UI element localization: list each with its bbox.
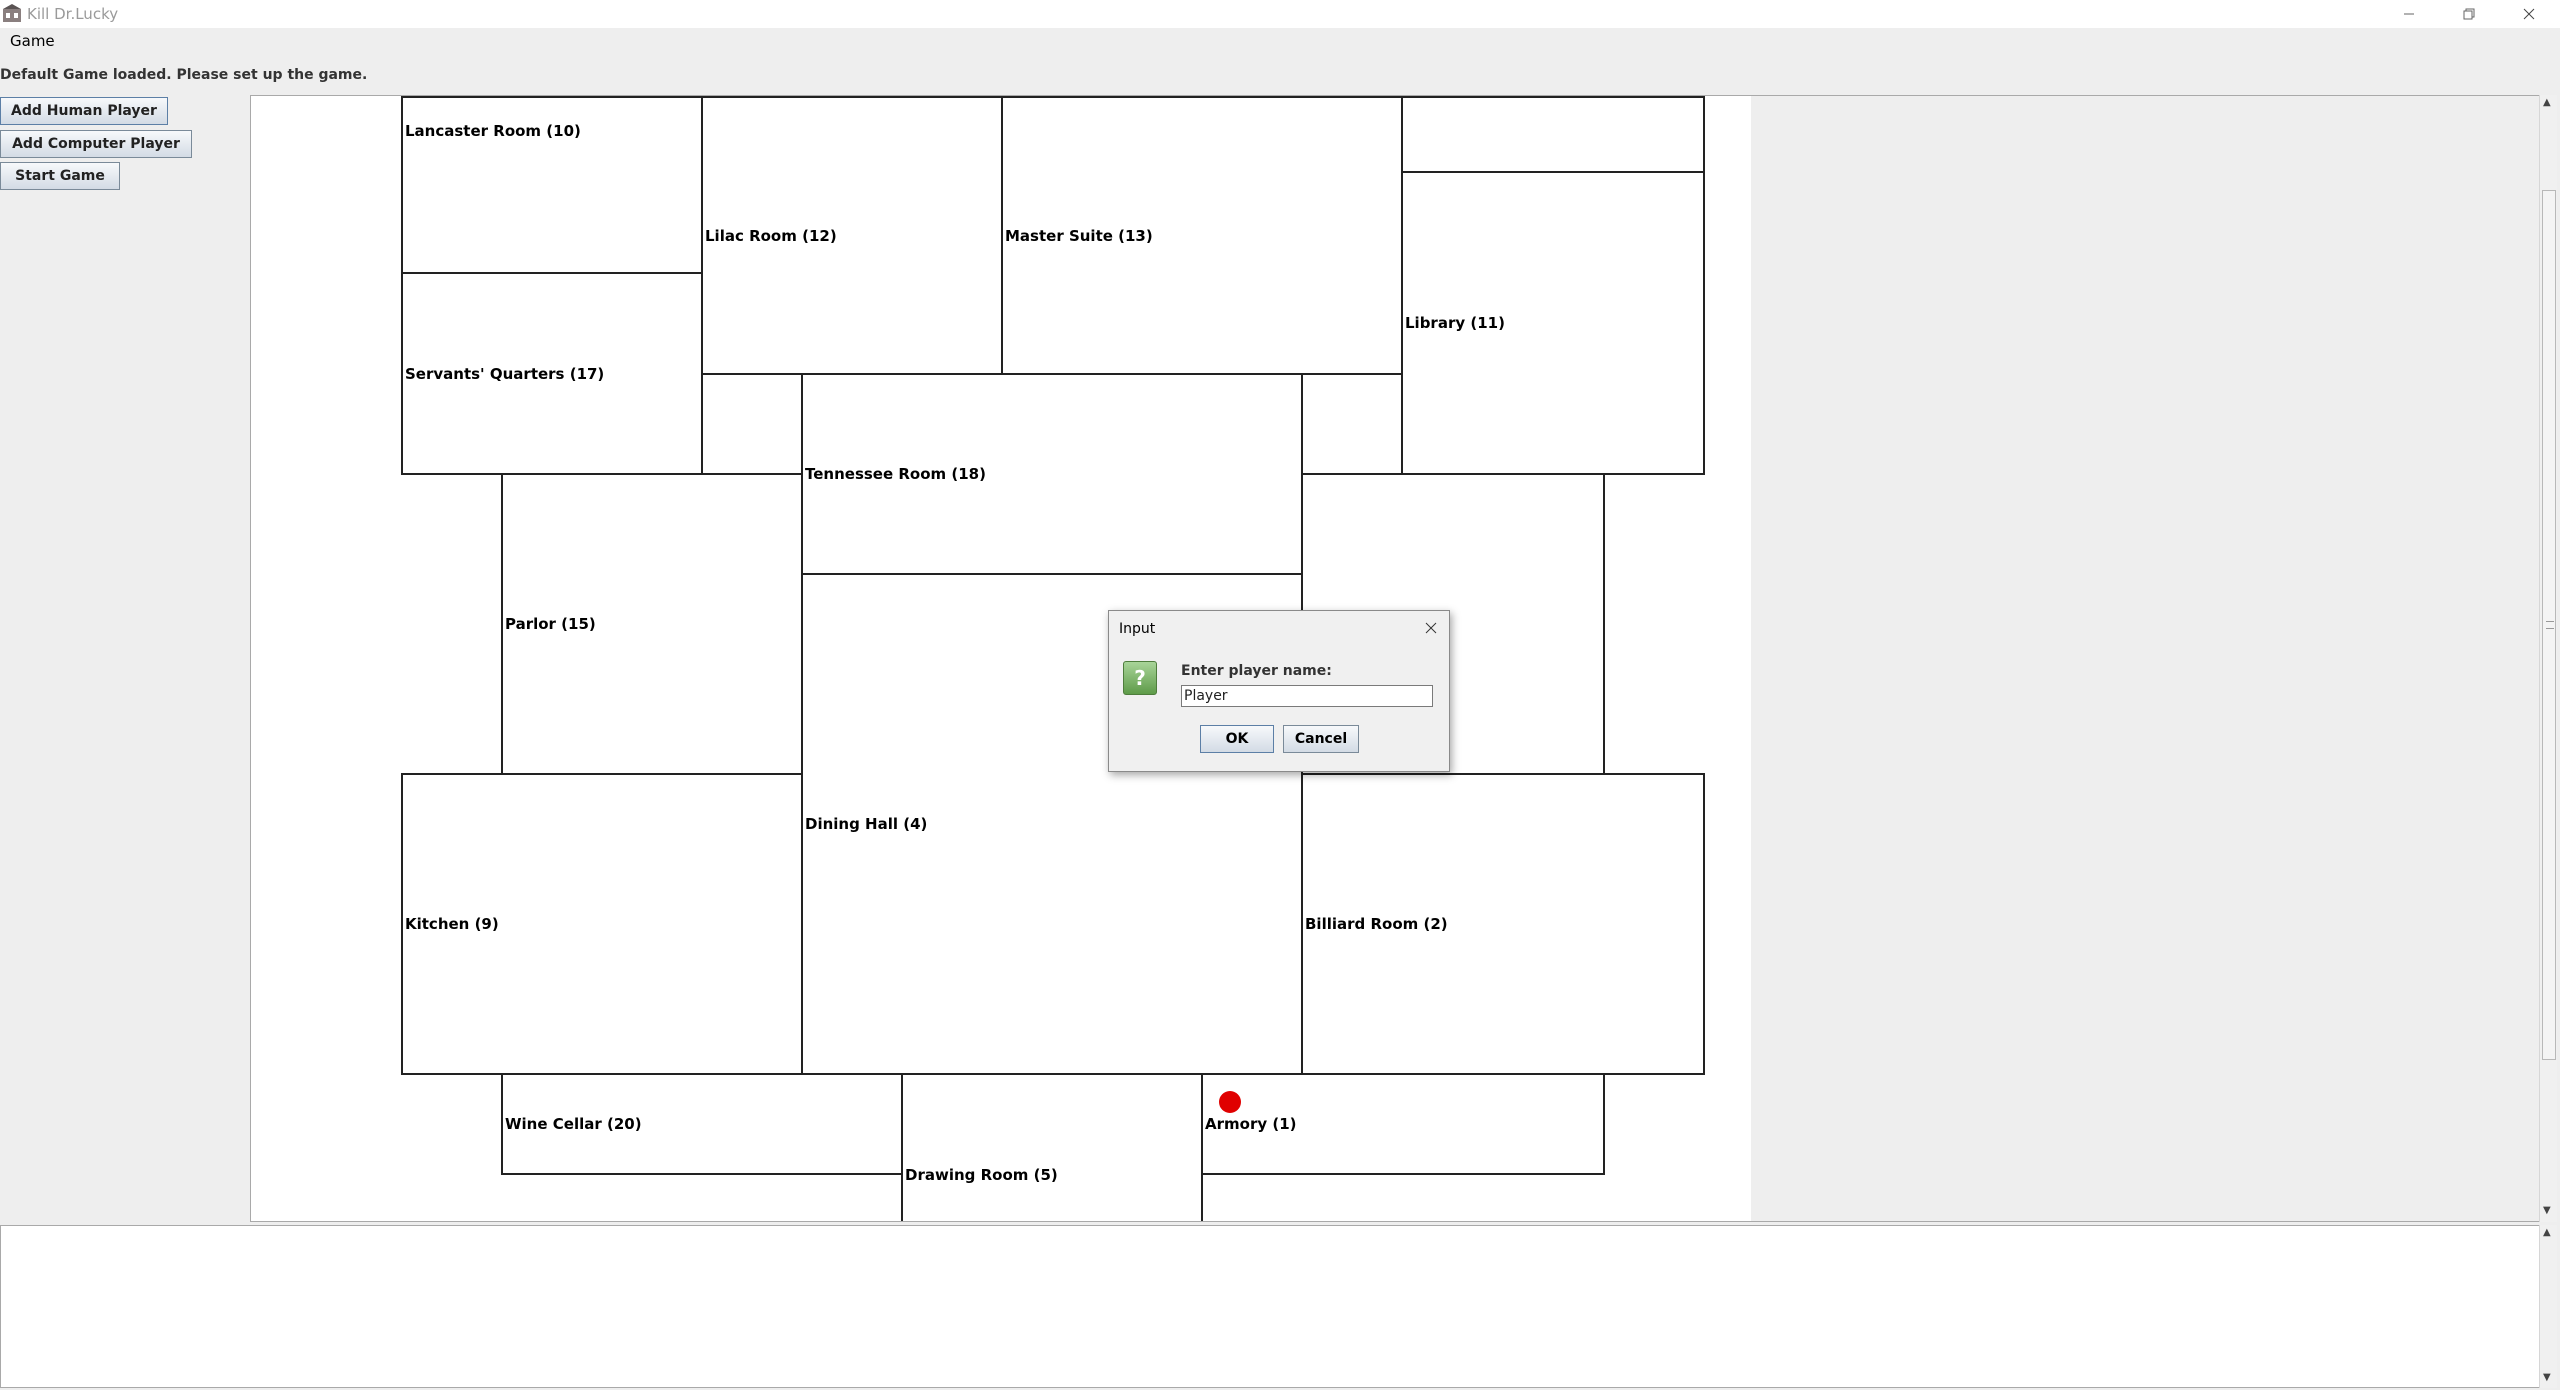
status-message: Default Game loaded. Please set up the g… — [0, 67, 368, 83]
room-label: Billiard Room (2) — [1305, 915, 1448, 933]
room-kitchen[interactable]: Kitchen (9) — [401, 773, 803, 1075]
room-servants-quarters[interactable]: Servants' Quarters (17) — [401, 272, 703, 475]
room-wine-cellar[interactable]: Wine Cellar (20) — [501, 1073, 903, 1175]
menu-game[interactable]: Game — [10, 32, 55, 50]
player-name-input[interactable] — [1181, 685, 1433, 707]
room-lancaster[interactable]: Lancaster Room (10) — [401, 96, 703, 274]
room-label: Wine Cellar (20) — [505, 1115, 642, 1133]
room-label: Master Suite (13) — [1005, 226, 1153, 245]
dialog-title: Input — [1119, 621, 1156, 637]
room-label: Dining Hall (4) — [805, 815, 928, 833]
add-human-player-button[interactable]: Add Human Player — [0, 97, 168, 125]
room-master-suite[interactable]: Master Suite (13) — [1001, 96, 1403, 375]
room-lilac[interactable]: Lilac Room (12) — [701, 96, 1003, 375]
dialog-prompt: Enter player name: — [1181, 663, 1332, 679]
room-parlor[interactable]: Parlor (15) — [501, 473, 803, 775]
minimize-button[interactable] — [2380, 0, 2438, 28]
window-title: Kill Dr.Lucky — [27, 5, 119, 23]
room-label: Tennessee Room (18) — [805, 465, 986, 483]
close-icon — [2523, 8, 2535, 20]
scroll-down-icon[interactable]: ▼ — [2543, 1372, 2551, 1383]
grip-icon — [2546, 621, 2554, 629]
scroll-up-icon[interactable]: ▲ — [2543, 97, 2551, 108]
scroll-up-icon[interactable]: ▲ — [2543, 1227, 2551, 1238]
room-unlabeled-top[interactable] — [1401, 96, 1705, 173]
room-library[interactable]: Library (11) — [1401, 171, 1705, 475]
title-bar: Kill Dr.Lucky — [0, 0, 2560, 28]
minimize-icon — [2404, 13, 2414, 15]
game-board[interactable]: Lancaster Room (10) Lilac Room (12) Mast… — [251, 96, 1751, 1221]
room-drawing-room[interactable]: Drawing Room (5) — [901, 1073, 1203, 1221]
room-label: Parlor (15) — [505, 615, 596, 633]
dialog-close-button[interactable] — [1419, 617, 1443, 639]
restore-icon — [2463, 8, 2475, 20]
close-button[interactable] — [2500, 0, 2558, 28]
question-icon: ? — [1123, 661, 1157, 695]
room-label: Lilac Room (12) — [705, 226, 837, 245]
scroll-down-icon[interactable]: ▼ — [2543, 1205, 2551, 1216]
room-billiard[interactable]: Billiard Room (2) — [1301, 773, 1705, 1075]
maximize-button[interactable] — [2440, 0, 2498, 28]
room-label: Lancaster Room (10) — [405, 122, 581, 140]
room-label: Servants' Quarters (17) — [405, 364, 605, 383]
start-game-button[interactable]: Start Game — [0, 162, 120, 190]
room-tennessee[interactable]: Tennessee Room (18) — [801, 373, 1303, 575]
close-icon — [1425, 622, 1437, 634]
menu-bar: Game — [0, 28, 2560, 58]
room-label: Library (11) — [1405, 314, 1505, 332]
log-vertical-scrollbar[interactable]: ▲ ▼ — [2539, 1225, 2557, 1388]
room-label: Kitchen (9) — [405, 915, 499, 933]
ok-button[interactable]: OK — [1200, 725, 1274, 753]
room-armory[interactable]: Armory (1) — [1201, 1073, 1605, 1175]
cancel-button[interactable]: Cancel — [1283, 725, 1359, 753]
add-computer-player-button[interactable]: Add Computer Player — [0, 130, 192, 158]
room-label: Armory (1) — [1205, 1115, 1297, 1133]
app-icon — [3, 4, 21, 22]
board-vertical-scrollbar[interactable]: ▲ ▼ — [2539, 95, 2557, 1222]
scrollbar-thumb[interactable] — [2542, 190, 2556, 1060]
input-dialog: Input ? Enter player name: OK Cancel — [1108, 610, 1450, 772]
room-label: Drawing Room (5) — [905, 1166, 1058, 1184]
log-text-area[interactable] — [0, 1225, 2540, 1388]
dr-lucky-token — [1219, 1091, 1241, 1113]
